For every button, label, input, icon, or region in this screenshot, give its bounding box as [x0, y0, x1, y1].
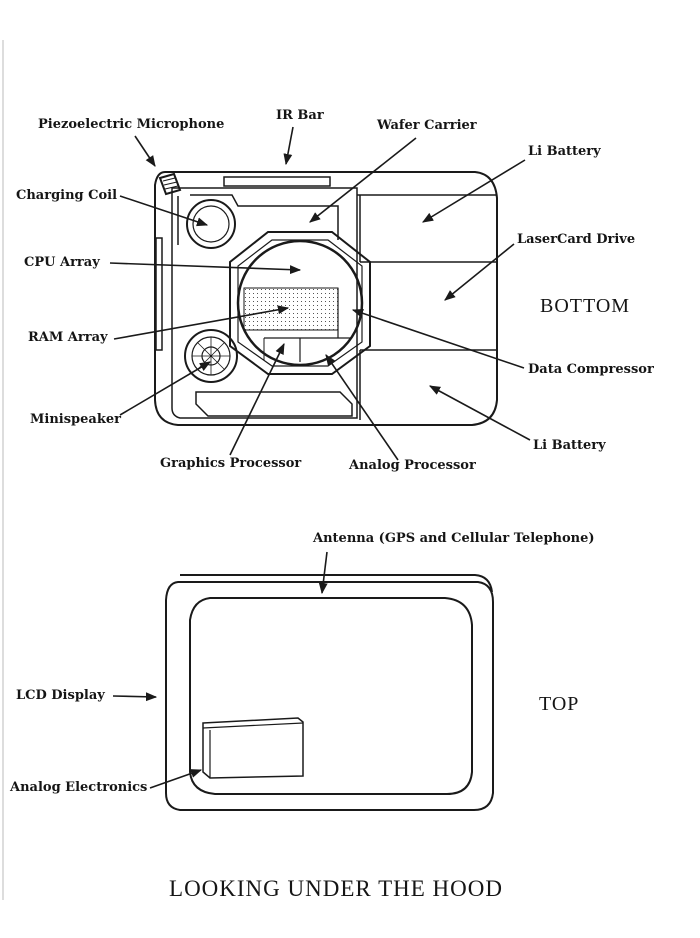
bottom-housing [154, 171, 498, 426]
label-cpu-array: CPU Array [24, 255, 100, 270]
charging-coil-shape [186, 199, 236, 249]
label-data-compressor: Data Compressor [528, 362, 654, 377]
wafer-carrier-shape [229, 231, 371, 375]
heading-bottom: BOTTOM [540, 295, 631, 317]
label-li-battery-top: Li Battery [528, 144, 601, 159]
top-leader-arrows [112, 551, 328, 789]
arrow-cpu-array [109, 262, 302, 275]
label-lasercard-drive: LaserCard Drive [517, 232, 636, 247]
bottom-inner-housing [171, 187, 358, 419]
lower-bar-shape [195, 391, 353, 417]
label-graphics-processor: Graphics Processor [160, 456, 302, 471]
arrow-ram-array [113, 305, 290, 340]
label-minispeaker: Minispeaker [30, 412, 121, 427]
analog-electronics-shape [202, 717, 304, 779]
label-lcd-display: LCD Display [16, 688, 105, 703]
label-antenna: Antenna (GPS and Cellular Telephone) [313, 531, 595, 546]
arrow-graphics-processor [229, 342, 285, 456]
label-wafer-carrier: Wafer Carrier [377, 118, 477, 133]
arrow-lasercard-drive [444, 243, 515, 301]
arrow-minispeaker [119, 361, 211, 416]
arrow-antenna [318, 551, 328, 595]
side-slot [155, 237, 163, 351]
arrow-wafer-carrier [309, 137, 417, 223]
label-ram-array: RAM Array [28, 330, 108, 345]
ir-bar-shape [223, 176, 331, 187]
arrow-lcd-display [112, 692, 158, 702]
ram-array-shape [243, 287, 339, 331]
arrow-data-compressor [351, 308, 525, 369]
heading-top: TOP [539, 693, 580, 715]
arrow-li-battery-bottom [429, 385, 531, 441]
label-li-battery-bottom: Li Battery [533, 438, 606, 453]
arrow-charging-coil [119, 195, 209, 227]
microphone-grill [158, 172, 182, 196]
label-piezoelectric-microphone: Piezoelectric Microphone [38, 117, 225, 132]
label-ir-bar: IR Bar [276, 108, 324, 123]
minispeaker-shape [184, 329, 238, 383]
label-analog-electronics: Analog Electronics [10, 780, 148, 795]
lcd-display-shape [189, 597, 473, 795]
bottom-view-device [154, 171, 498, 426]
top-housing-back [180, 574, 493, 593]
top-housing [165, 581, 494, 811]
arrow-li-battery-top [422, 159, 526, 223]
arrow-microphone [134, 135, 156, 167]
arrow-ir-bar [283, 126, 294, 166]
top-view-device [165, 574, 494, 811]
arrow-analog-electronics [149, 769, 203, 789]
arrow-analog-processor [325, 354, 399, 461]
label-analog-processor: Analog Processor [349, 458, 476, 473]
bottom-leader-arrows [109, 126, 531, 461]
label-charging-coil: Charging Coil [16, 188, 118, 203]
figure-caption: LOOKING UNDER THE HOOD [169, 876, 503, 901]
